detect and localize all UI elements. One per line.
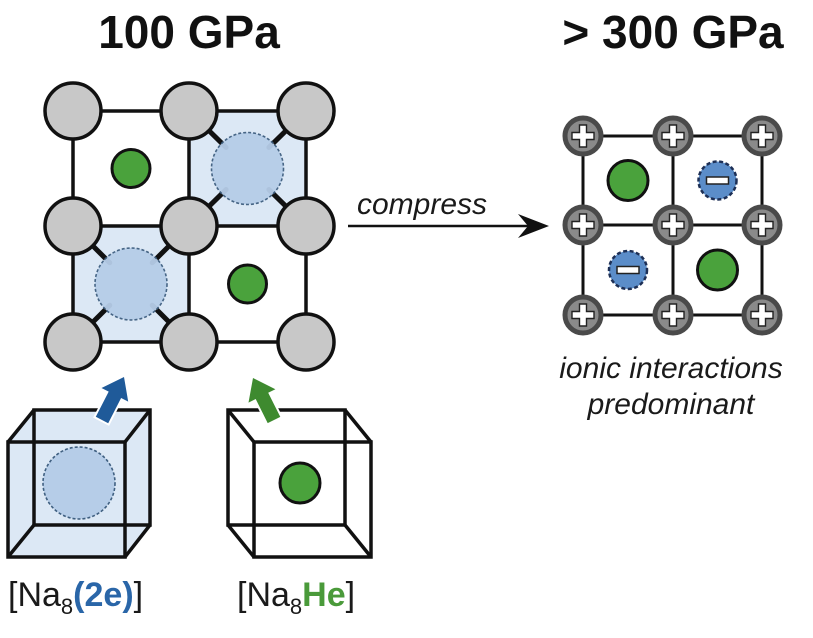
electron-pair-blob <box>42 446 116 520</box>
cube-front-face <box>252 440 373 559</box>
helium-atom <box>696 248 739 292</box>
sodium-atom <box>159 312 219 372</box>
cube-electride <box>6 408 152 559</box>
plus-icon <box>661 124 685 148</box>
label-helium: [Na8He] <box>237 576 355 619</box>
plus-icon <box>750 124 774 148</box>
cube-edge <box>226 523 256 559</box>
label-helium-close: ] <box>346 576 355 614</box>
compress-arrow-head-icon <box>518 214 549 238</box>
sodium-cation <box>562 204 604 246</box>
plus-icon <box>571 124 595 148</box>
cube-back-face <box>32 408 152 527</box>
cube-edge <box>343 408 373 444</box>
right-lattice-300gpa <box>562 115 783 336</box>
sodium-atom <box>159 81 219 141</box>
label-electride-subscript: 8 <box>61 594 73 619</box>
left-lattice-100gpa <box>43 81 336 372</box>
title-300-gpa: > 300 GPa <box>562 6 784 58</box>
cube-edge <box>343 523 373 559</box>
sodium-cation <box>562 115 604 157</box>
cube-edge <box>123 408 152 444</box>
sodium-atom <box>159 196 219 256</box>
anion <box>697 160 738 201</box>
cube-edge <box>123 523 152 559</box>
cube-front-face <box>6 440 127 559</box>
label-electride-highlight: (2e) <box>73 576 133 614</box>
label-electride-close: ] <box>134 576 143 614</box>
electron-pair-blob <box>210 131 285 206</box>
label-helium-highlight: He <box>302 576 345 614</box>
sodium-cation <box>652 115 694 157</box>
sodium-cation <box>741 294 783 336</box>
helium-atom <box>227 263 268 305</box>
sodium-cation <box>741 204 783 246</box>
anion <box>607 249 649 291</box>
sodium-cation <box>741 115 783 157</box>
sodium-atom <box>276 196 336 256</box>
cube-back-face <box>226 408 347 527</box>
sodium-cation <box>562 294 604 336</box>
compress-label: compress <box>357 188 487 221</box>
electride-arrow-icon <box>93 374 131 426</box>
sodium-atom <box>43 81 103 141</box>
cube-helium <box>226 408 373 559</box>
label-helium-subscript: 8 <box>290 594 302 619</box>
caption-line-1: ionic interactions <box>559 352 782 385</box>
electron-pair-blob <box>94 247 168 321</box>
helium-atom <box>110 148 152 189</box>
helium-atom <box>278 461 322 505</box>
label-helium-open: [Na <box>237 576 290 614</box>
plus-icon <box>661 213 685 237</box>
sodium-atom <box>43 312 103 372</box>
helium-atom <box>606 159 650 202</box>
minus-icon <box>616 265 640 275</box>
plus-icon <box>750 213 774 237</box>
sodium-atom <box>43 196 103 256</box>
cube-edge <box>6 523 36 559</box>
plus-icon <box>661 303 685 327</box>
plus-icon <box>571 213 595 237</box>
sodium-atom <box>276 312 336 372</box>
compress-arrow: compress <box>348 188 549 238</box>
plus-icon <box>571 303 595 327</box>
minus-icon <box>705 176 730 185</box>
plus-icon <box>750 303 774 327</box>
label-electride: [Na8(2e)] <box>8 576 143 619</box>
sodium-cation <box>652 294 694 336</box>
sodium-cation <box>652 204 694 246</box>
helium-arrow-icon <box>245 375 283 426</box>
caption-line-2: predominant <box>587 388 756 421</box>
cube-edge <box>6 408 36 444</box>
title-100-gpa: 100 GPa <box>98 6 280 58</box>
label-electride-open: [Na <box>8 576 61 614</box>
cube-edge <box>226 408 256 444</box>
sodium-atom <box>276 81 336 141</box>
